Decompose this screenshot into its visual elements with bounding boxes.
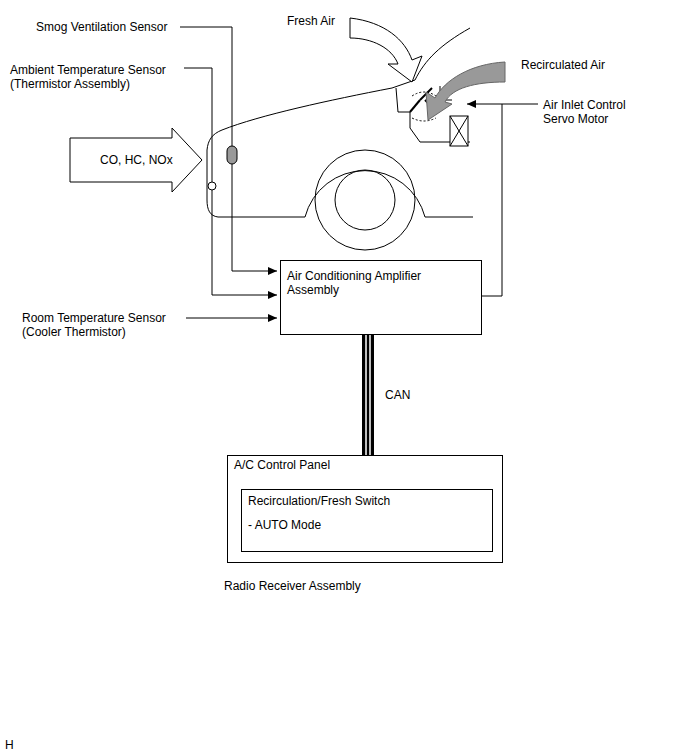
vehicle-outline (207, 28, 473, 250)
node-text: Recirculation/Fresh Switch (248, 494, 486, 508)
smog-sensor-symbol (227, 146, 237, 164)
recirculated-air-arrow (426, 62, 505, 120)
node-text: - AUTO Mode (248, 518, 486, 532)
switch-box: Recirculation/Fresh Switch - AUTO Mode (241, 489, 493, 552)
part-label: Ambient Temperature Sensor (Thermistor A… (10, 63, 188, 91)
ambient-sensor-symbol (208, 182, 216, 190)
control-panel-box: A/C Control PanelRecirculation/Fresh Swi… (227, 455, 503, 563)
part-label: Air Inlet Control Servo Motor (543, 98, 653, 126)
edge-label: CAN (385, 388, 410, 402)
fresh-air-arrow (350, 18, 422, 82)
part-label: Radio Receiver Assembly (224, 579, 424, 593)
part-label: Recirculated Air (521, 58, 641, 72)
part-label: Room Temperature Sensor (Cooler Thermist… (22, 311, 192, 339)
part-label: CO, HC, NOx (100, 153, 180, 167)
node-text: Air Conditioning Amplifier Assembly (287, 269, 475, 297)
part-label: Smog Ventilation Sensor (36, 20, 196, 34)
pollutant-arrow (70, 128, 202, 192)
servo-motor-symbol (450, 116, 468, 146)
sensor-wires (180, 27, 538, 318)
part-label: Fresh Air (287, 14, 357, 28)
can-bus-line (366, 335, 370, 455)
amplifier-box: Air Conditioning Amplifier Assembly (280, 260, 482, 335)
part-label: H (5, 738, 25, 752)
node-text: A/C Control Panel (234, 458, 496, 472)
